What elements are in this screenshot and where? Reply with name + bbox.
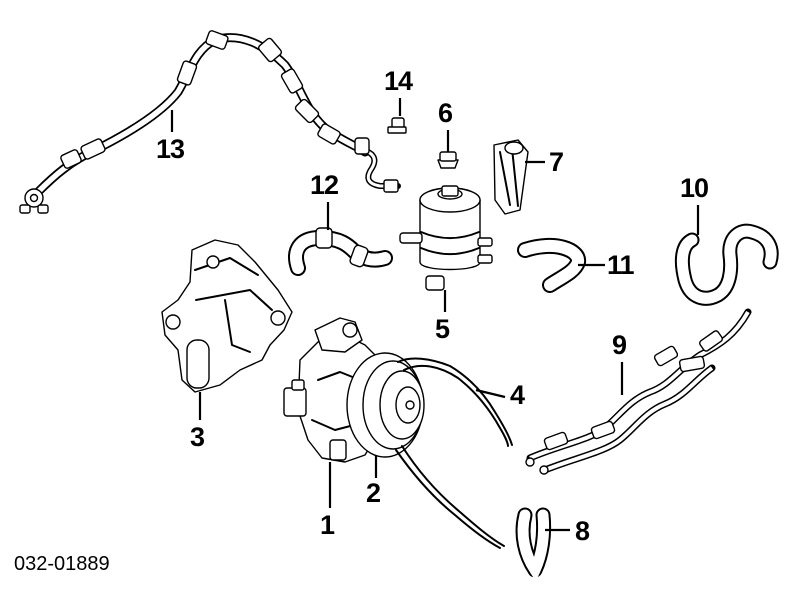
- callout-1: 1: [320, 510, 335, 540]
- callout-5: 5: [435, 314, 450, 344]
- callout-8: 8: [575, 516, 590, 546]
- callout-14: 14: [384, 66, 413, 96]
- callout-12: 12: [310, 170, 339, 200]
- reservoir-5: [399, 185, 493, 291]
- callout-11: 11: [607, 250, 635, 280]
- diagram-code: 032-01889: [14, 553, 110, 575]
- callout-2: 2: [366, 478, 381, 508]
- cooler-lines-9: [525, 308, 752, 475]
- pressure-hose-13: [19, 30, 401, 214]
- pump-pulley-2: [346, 352, 425, 458]
- callout-9: 9: [612, 330, 627, 360]
- callout-7: 7: [549, 147, 564, 177]
- hose-8: [515, 507, 552, 582]
- hose-11: [517, 238, 586, 293]
- callout-6: 6: [438, 98, 453, 128]
- callout-10: 10: [680, 173, 709, 203]
- bracket-7: [493, 139, 529, 215]
- reservoir-cap-6: [437, 151, 459, 169]
- callout-3: 3: [190, 422, 205, 452]
- drive-belt-4: [395, 357, 513, 549]
- callout-13: 13: [156, 134, 185, 164]
- bolt-14: [387, 117, 407, 134]
- callout-4: 4: [510, 380, 525, 410]
- hose-12: [288, 227, 393, 276]
- hose-10: [674, 223, 779, 306]
- leader-lines: [170, 98, 700, 532]
- pump-bracket-3: [161, 239, 293, 393]
